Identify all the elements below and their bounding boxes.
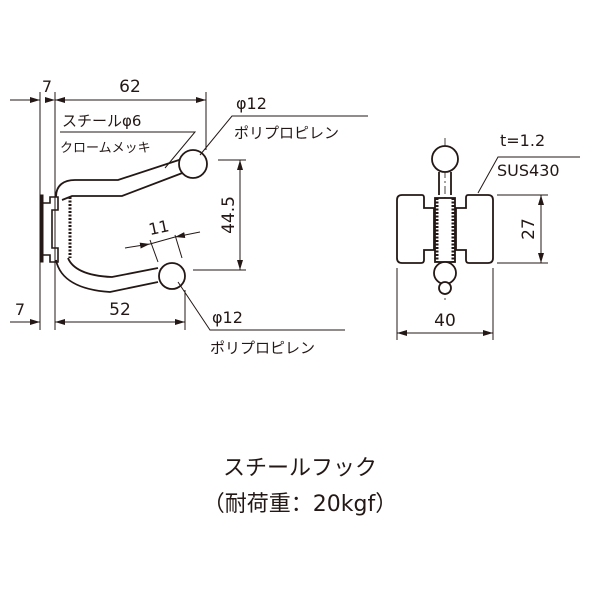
upper-hook-wire: [55, 157, 186, 198]
leader-plate: [477, 156, 580, 194]
upper-ball-dia-label: φ12: [236, 94, 267, 113]
lower-ball: [158, 262, 186, 290]
dim-height-side: [193, 159, 246, 271]
dim-plate-bottom-label: 7: [15, 300, 25, 319]
dim-height-label: 44.5: [219, 196, 239, 234]
upper-ball-material-label: ポリプロピレン: [234, 124, 339, 142]
dim-front-width-label: 40: [434, 311, 456, 331]
bracket: [43, 196, 59, 263]
dim-front-height-label: 27: [519, 218, 539, 240]
leader-lower-ball: [177, 281, 345, 331]
dim-offset: [124, 231, 201, 263]
thickness-label: t=1.2: [500, 131, 545, 150]
lower-ball-dia-label: φ12: [212, 308, 243, 327]
plate-material-label: SUS430: [497, 161, 560, 180]
caption-title: スチールフック: [222, 456, 377, 481]
front-view: [396, 138, 494, 300]
upper-ball: [178, 149, 208, 179]
wall-plate: [39, 194, 44, 263]
dim-offset-label: 11: [147, 216, 171, 239]
front-plate-right: [455, 194, 494, 264]
dim-front: [396, 194, 548, 340]
dim-bottom-length-label: 52: [109, 300, 131, 320]
lower-hook-wire: [55, 259, 159, 293]
leader-upper-ball: [199, 115, 368, 156]
dim-top-length-label: 62: [119, 77, 141, 97]
wire-finish-label: クロームメッキ: [60, 141, 151, 156]
caption-load: （耐荷重：20kgf）: [202, 492, 398, 517]
leader-wire: [60, 131, 197, 169]
dim-plate-label: 7: [42, 77, 52, 96]
wire-material-label: スチールφ6: [62, 112, 141, 130]
front-plate-left: [396, 194, 435, 264]
lower-ball-material-label: ポリプロピレン: [210, 339, 315, 357]
